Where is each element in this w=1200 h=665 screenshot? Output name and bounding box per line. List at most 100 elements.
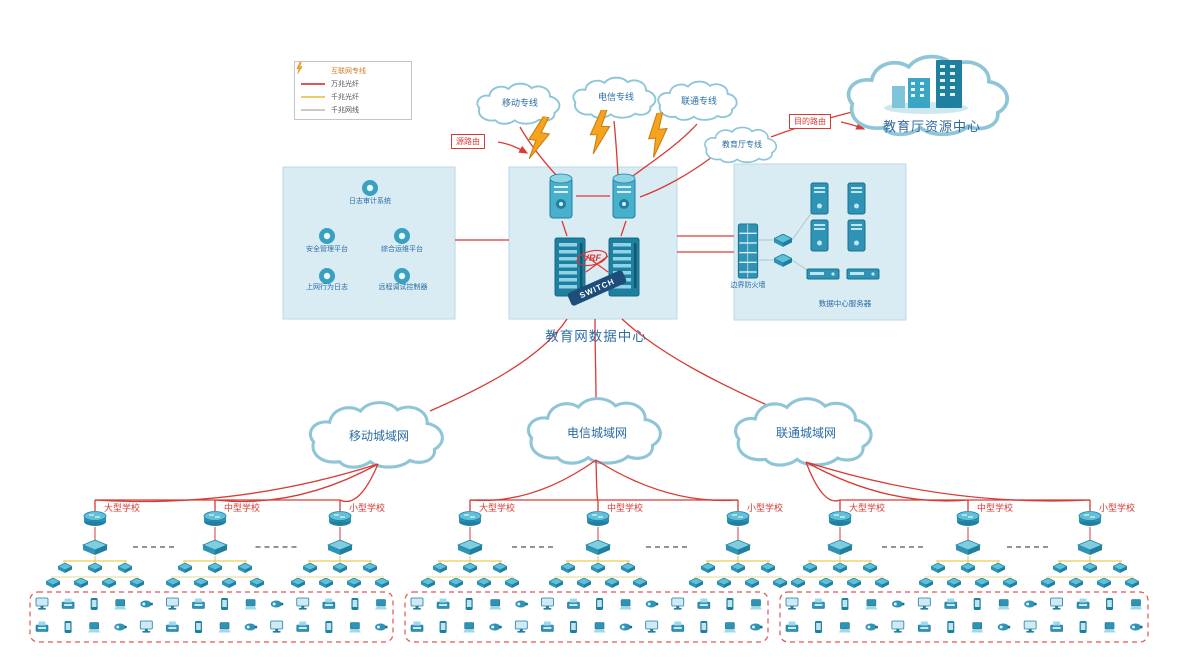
- remote-debug-label: 远程调试控制器: [378, 284, 428, 291]
- access-switch-icon: [689, 578, 703, 588]
- terminal-device-icon: [515, 600, 528, 608]
- access-switch-icon: [319, 578, 333, 588]
- access-switch-icon: [1041, 578, 1055, 588]
- terminal-device-icon: [645, 620, 659, 634]
- terminal-device-icon: [917, 621, 931, 632]
- terminal-device-icon: [838, 622, 852, 633]
- terminal-device-icon: [270, 620, 284, 634]
- terminal-device-icon: [785, 597, 799, 611]
- access-switch-icon: [761, 563, 775, 573]
- school-router-icon: [726, 511, 750, 527]
- terminal-device-icon: [917, 597, 931, 611]
- access-switch-icon: [493, 563, 507, 573]
- terminal-device-icon: [814, 621, 822, 633]
- access-switch-icon: [773, 578, 787, 588]
- school-group-3: [779, 461, 1149, 643]
- access-switch-icon: [303, 563, 317, 573]
- terminal-device-icon: [785, 621, 799, 632]
- school-core-switch-icon: [955, 539, 981, 556]
- access-switch-icon: [745, 578, 759, 588]
- legend-label: 万兆光纤: [331, 81, 359, 88]
- terminal-device-icon: [465, 598, 473, 610]
- access-switch-icon: [919, 578, 933, 588]
- legend-label: 互联网专线: [331, 68, 366, 75]
- terminal-device-icon: [1024, 600, 1037, 608]
- terminal-device-icon: [348, 622, 362, 633]
- vrf-swoosh: [576, 249, 608, 267]
- ops-platform-label: 综合运维平台: [381, 246, 423, 253]
- school-core-switch-icon: [585, 539, 611, 556]
- terminal-device-icon: [1106, 598, 1114, 610]
- terminal-device-icon: [244, 599, 258, 610]
- school-label-large: 大型学校: [104, 503, 141, 513]
- school-group-2: [404, 459, 787, 643]
- terminal-device-icon: [619, 623, 633, 631]
- access-switch-icon: [194, 578, 208, 588]
- access-switch-icon: [363, 563, 377, 573]
- mobile-line-label: 移动专线: [501, 98, 539, 108]
- 10g-fiber-line-icon: [300, 83, 326, 85]
- unicom-line-label: 联通专线: [680, 96, 718, 106]
- firewall-icon: [737, 223, 759, 279]
- access-switch-icon: [947, 578, 961, 588]
- legend-label: 千兆网线: [331, 107, 359, 114]
- vrf-label: VRF: [583, 253, 602, 263]
- terminal-device-icon: [296, 621, 310, 632]
- access-switch-icon: [701, 563, 715, 573]
- telecom-line-label: 电信专线: [597, 92, 635, 102]
- terminal-device-icon: [749, 599, 763, 610]
- school-core-switch-icon: [327, 539, 353, 556]
- terminal-device-icon: [811, 598, 825, 609]
- access-switch-icon: [238, 563, 252, 573]
- access-switch-icon: [88, 563, 102, 573]
- school-router-icon: [328, 511, 352, 527]
- terminal-device-icon: [566, 598, 580, 609]
- access-switch-icon: [875, 578, 889, 588]
- security-platform-label: 安全管理平台: [306, 246, 348, 253]
- access-switch-icon: [731, 563, 745, 573]
- access-switch-icon: [549, 578, 563, 588]
- school-label-large: 大型学校: [479, 503, 516, 513]
- legend-row: 万兆光纤: [300, 79, 406, 89]
- access-switch-icon: [477, 578, 491, 588]
- terminal-device-icon: [671, 621, 685, 632]
- access-switch-icon: [833, 563, 847, 573]
- access-switch-icon: [791, 578, 805, 588]
- terminal-device-icon: [113, 599, 127, 610]
- terminal-device-icon: [569, 621, 577, 633]
- terminal-device-icon: [697, 598, 711, 609]
- access-switch-icon: [591, 563, 605, 573]
- core-switch-chassis-icon: [554, 237, 586, 297]
- access-switch-icon: [505, 578, 519, 588]
- terminal-device-icon: [970, 622, 984, 633]
- server-icon: [847, 219, 866, 252]
- access-switch-icon: [347, 578, 361, 588]
- terminal-device-icon: [1130, 623, 1143, 631]
- access-switch-icon: [931, 563, 945, 573]
- terminal-device-icon: [671, 597, 685, 611]
- terminal-device-icon: [973, 598, 981, 610]
- terminal-device-icon: [997, 599, 1011, 610]
- terminal-zone-box: [29, 591, 394, 643]
- access-switch-icon: [819, 578, 833, 588]
- school-core-switch-icon: [725, 539, 751, 556]
- access-switch-icon: [102, 578, 116, 588]
- access-switch-icon: [605, 578, 619, 588]
- ops-platform-icon: [394, 228, 410, 244]
- rack-server-icon: [806, 268, 840, 280]
- terminal-device-icon: [439, 621, 447, 633]
- terminal-device-icon: [1076, 598, 1090, 609]
- terminal-device-icon: [375, 623, 388, 631]
- terminal-device-icon: [997, 623, 1011, 631]
- school-core-switch-icon: [1077, 539, 1103, 556]
- legend-row: 千兆光纤: [300, 92, 406, 102]
- terminal-device-icon: [596, 598, 604, 610]
- unicom-metro-label: 联通城域网: [775, 426, 837, 440]
- terminal-zone-box: [404, 591, 769, 643]
- school-label-medium: 中型学校: [977, 503, 1014, 513]
- terminal-device-icon: [726, 598, 734, 610]
- datacenter-label: 教育网数据中心: [545, 329, 647, 344]
- terminal-device-icon: [191, 598, 205, 609]
- terminal-device-icon: [436, 598, 450, 609]
